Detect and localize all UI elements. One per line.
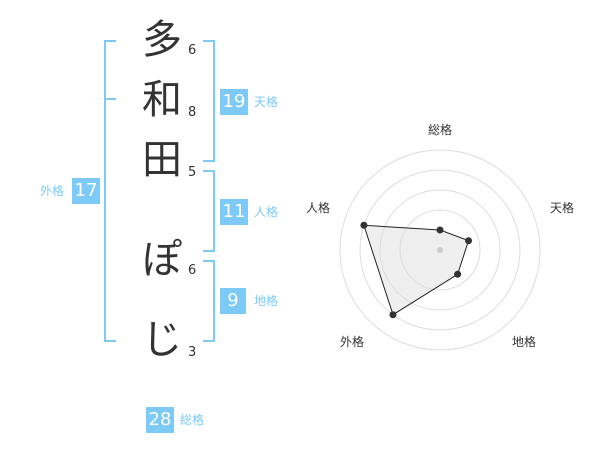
- radar-center-dot: [437, 247, 443, 253]
- radar-grid: [339, 149, 541, 351]
- name-char-4: ぽ: [142, 237, 182, 283]
- radar-axis-label-jinkaku: 人格: [306, 200, 330, 215]
- radar-ring-2: [359, 169, 521, 331]
- stroke-count-4: 6: [188, 263, 197, 278]
- jinkaku-bracket: [203, 170, 215, 252]
- radar-point-soukaku: [436, 226, 444, 234]
- radar-axis-label-soukaku: 総格: [428, 122, 452, 137]
- radar-ring-3: [379, 189, 501, 311]
- chikaku-bracket: [203, 260, 215, 342]
- name-char-3: 田: [142, 137, 182, 183]
- radar-point-chikaku: [454, 270, 462, 278]
- soukaku-label: 総格: [180, 413, 205, 427]
- radar-polygon: [363, 224, 470, 316]
- gaikaku-bracket-tick: [104, 98, 116, 100]
- name-char-1: 多: [142, 17, 182, 63]
- gaikaku-bracket: [104, 40, 116, 342]
- radar-ring-4: [399, 209, 481, 291]
- radar-point-tenkaku: [465, 237, 473, 245]
- gaikaku-label: 外格: [40, 184, 65, 198]
- jinkaku-score: 11: [220, 199, 248, 225]
- tenkaku-bracket: [203, 40, 215, 162]
- name-char-5: じ: [142, 317, 182, 363]
- stroke-count-1: 6: [188, 43, 197, 58]
- soukaku-score: 28: [146, 407, 174, 433]
- tenkaku-score: 19: [220, 89, 248, 115]
- chikaku-label: 地格: [254, 294, 279, 308]
- radar-points: [360, 221, 473, 319]
- radar-axis-label-tenkaku: 天格: [550, 200, 574, 215]
- radar-ring-1: [339, 149, 541, 351]
- radar-axis-label-gaikaku: 外格: [340, 334, 364, 349]
- chikaku-score: 9: [220, 288, 246, 314]
- jinkaku-label: 人格: [254, 205, 279, 219]
- name-char-2: 和: [142, 77, 182, 123]
- stroke-count-5: 3: [188, 345, 197, 360]
- stroke-count-2: 8: [188, 105, 197, 120]
- tenkaku-label: 天格: [254, 95, 279, 109]
- radar-axis-label-chikaku: 地格: [512, 334, 536, 349]
- radar-point-gaikaku: [389, 311, 397, 319]
- gaikaku-score: 17: [72, 178, 100, 204]
- radar-point-jinkaku: [360, 221, 368, 229]
- stroke-count-3: 5: [188, 165, 197, 180]
